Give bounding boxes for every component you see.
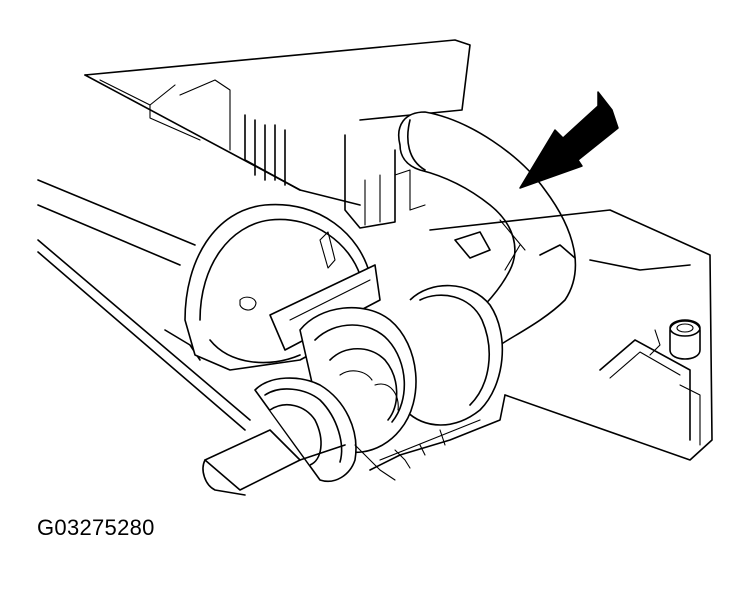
mounting-bracket <box>429 209 713 461</box>
hose <box>398 111 577 346</box>
shaft <box>202 377 396 496</box>
pointer-arrow-icon <box>519 91 619 189</box>
cover-body <box>37 179 251 431</box>
figure-code: G03275280 <box>37 515 155 540</box>
